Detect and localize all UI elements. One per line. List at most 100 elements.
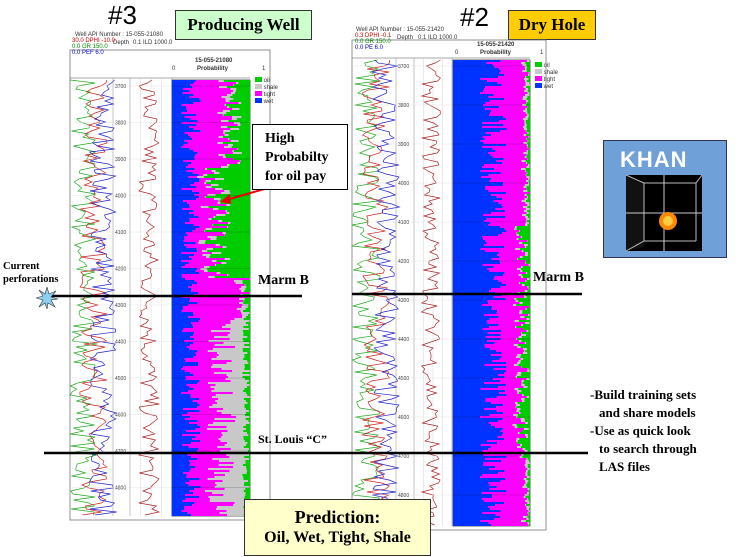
prob-band-wet [172, 372, 191, 374]
prob-band-shale [208, 468, 247, 470]
prob-band-wet [172, 310, 182, 312]
depth-header-2: Depth [397, 35, 414, 41]
prob-band-wet [172, 278, 186, 280]
prob-band-tight [503, 432, 518, 434]
prob-band-oil [207, 268, 250, 270]
prob-band-tight [181, 276, 209, 278]
prob-band-oil [246, 468, 250, 470]
prob-band-wet [453, 158, 504, 160]
prob-band-shale [217, 142, 223, 144]
prob-band-oil [519, 438, 530, 440]
prob-band-wet [172, 480, 190, 482]
prob-band-shale [211, 366, 245, 368]
prob-band-shale [235, 420, 249, 422]
prob-band-shale [523, 186, 527, 188]
prob-band-wet [453, 432, 504, 434]
prob-band-shale [225, 324, 249, 326]
prob-band-shale [226, 454, 249, 456]
prob-band-oil [241, 102, 250, 104]
prob-band-wet [453, 222, 490, 224]
prob-band-wet [172, 430, 187, 432]
prob-band-wet [172, 312, 194, 314]
prob-band-tight [190, 336, 215, 338]
prob-band-oil [244, 440, 250, 442]
prob-band-tight [506, 230, 519, 232]
prob-band-oil [529, 178, 530, 180]
prob-band-shale [524, 290, 528, 292]
prob-band-oil [215, 194, 250, 196]
prob-band-wet [453, 142, 484, 144]
prob-band-shale [526, 100, 529, 102]
prob-band-oil [232, 144, 250, 146]
prob-band-tight [502, 162, 526, 164]
prob-band-tight [482, 166, 527, 168]
prob-band-shale [225, 474, 243, 476]
prob-band-shale [224, 134, 229, 136]
prob-band-tight [484, 346, 518, 348]
prob-band-shale [214, 344, 245, 346]
prob-band-wet [453, 524, 491, 526]
prob-band-shale [215, 482, 245, 484]
prob-band-shale [222, 232, 226, 234]
prob-band-oil [238, 82, 250, 84]
prob-band-tight [190, 468, 209, 470]
prob-band-oil [243, 300, 250, 302]
prob-band-tight [188, 484, 217, 486]
prob-band-wet [453, 182, 504, 184]
prob-band-wet [172, 410, 200, 412]
prob-band-wet [453, 256, 500, 258]
prob-band-shale [242, 314, 248, 316]
prob-band-oil [527, 110, 530, 112]
prob-band-oil [527, 112, 530, 114]
prob-band-tight [500, 130, 526, 132]
prob-band-tight [197, 458, 213, 460]
header-line: 0.3 DPHI -0.1 [355, 33, 392, 39]
prob-band-shale [519, 302, 523, 304]
prob-band-wet [172, 400, 193, 402]
prob-band-shale [527, 468, 530, 470]
prob-band-oil [226, 246, 250, 248]
prob-band-oil [519, 230, 530, 232]
prob-band-tight [198, 174, 204, 176]
prob-band-oil [526, 186, 530, 188]
prob-band-tight [186, 346, 235, 348]
legend-label: oil [543, 63, 550, 69]
prob-band-oil [520, 446, 530, 448]
prob-band-wet [453, 456, 507, 458]
prob-band-wet [172, 252, 182, 254]
prob-band-oil [232, 94, 250, 96]
prob-band-shale [210, 498, 245, 500]
prob-band-shale [219, 86, 227, 88]
prob-band-tight [190, 344, 215, 346]
prob-band-tight [190, 84, 234, 86]
prob-band-tight [493, 296, 525, 298]
prob-band-oil [528, 212, 530, 214]
prob-band-tight [483, 214, 523, 216]
prob-band-oil [243, 436, 250, 438]
prob-band-tight [184, 370, 232, 372]
prob-band-wet [172, 248, 197, 250]
prob-band-shale [528, 182, 529, 184]
prob-band-wet [172, 180, 200, 182]
prob-band-tight [499, 392, 518, 394]
prob-band-tight [503, 404, 517, 406]
prob-band-wet [172, 282, 198, 284]
plot-subtitle-2: Probability [480, 50, 512, 56]
prob-band-shale [524, 194, 527, 196]
prob-band-tight [197, 282, 236, 284]
prob-band-wet [453, 214, 484, 216]
prob-band-oil [526, 70, 530, 72]
prob-band-wet [453, 168, 495, 170]
prob-band-oil [243, 318, 250, 320]
prob-band-shale [521, 324, 523, 326]
prob-band-oil [518, 234, 530, 236]
prob-band-wet [453, 310, 498, 312]
prob-band-shale [227, 334, 244, 336]
prob-band-tight [200, 318, 235, 320]
prob-band-tight [184, 506, 217, 508]
prob-band-oil [205, 240, 250, 242]
prob-band-tight [189, 96, 222, 98]
prob-band-shale [224, 104, 226, 106]
prob-band-wet [172, 502, 195, 504]
prob-band-wet [172, 168, 195, 170]
